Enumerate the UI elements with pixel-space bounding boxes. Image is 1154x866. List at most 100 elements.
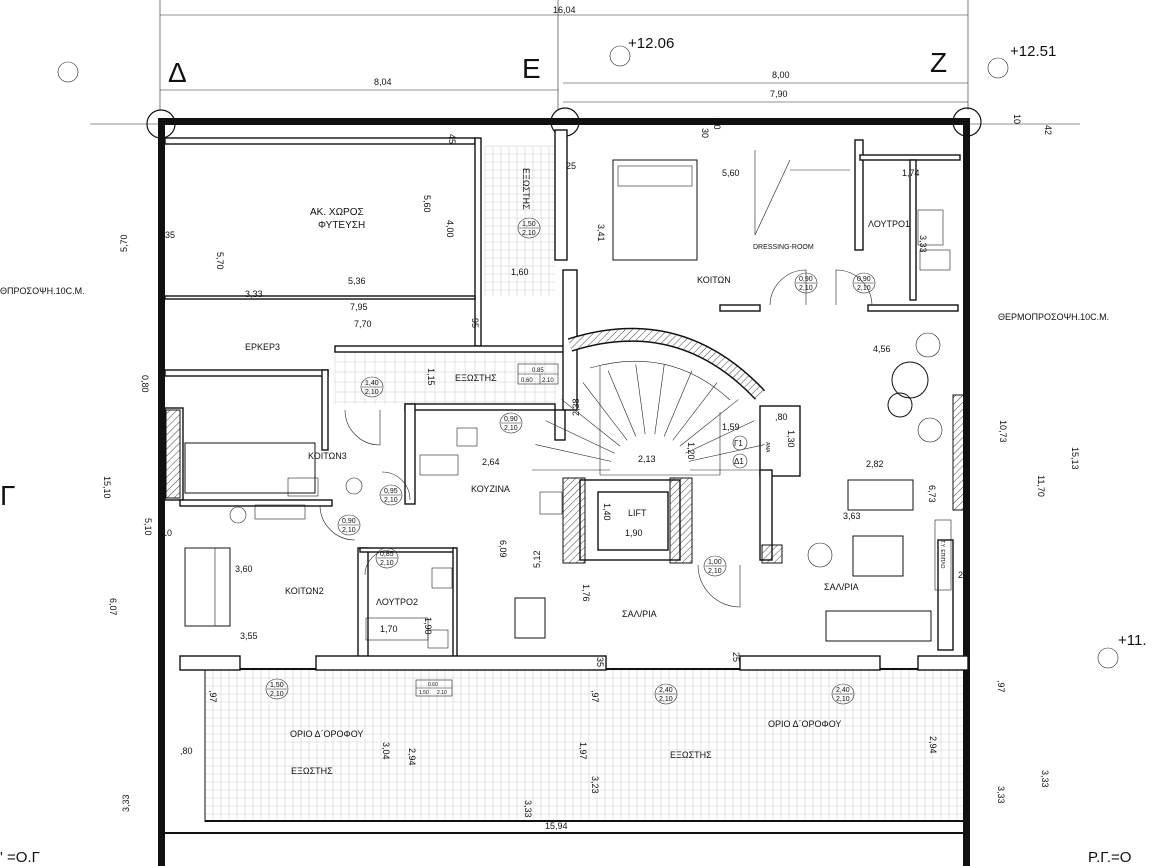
- dim-160: 1,60: [511, 267, 529, 277]
- dim-333d: 3,33: [523, 800, 533, 818]
- opening-width: 0,90: [342, 518, 356, 525]
- dim-176: 1,76: [581, 584, 591, 602]
- window-tag-bottom: 0.60 1.50 2.10: [415, 679, 453, 697]
- opening-marker: 1,002,10: [703, 555, 727, 577]
- dim-170: 1,70: [380, 624, 398, 634]
- dim-264: 2,64: [482, 457, 500, 467]
- room-terrace-right: ΕΞΩΣΤΗΣ: [670, 750, 712, 760]
- window-tag-bottom-right: 2.10: [437, 690, 447, 696]
- dim-456: 4,56: [873, 344, 891, 354]
- opening-marker: 0,90 2,10: [794, 272, 818, 294]
- opening-height: 2,10: [342, 527, 356, 534]
- dim-609: 6,09: [498, 540, 508, 558]
- dim-140: 1,40: [602, 503, 612, 521]
- room-balcony-top: ΕΞΩΣΤΗΣ: [521, 168, 531, 210]
- axis-gamma: Γ: [0, 480, 15, 511]
- dim-333e: 3,33: [996, 786, 1006, 804]
- dim-400: 4,00: [445, 220, 455, 238]
- opening-marker: 2,402,10: [654, 683, 678, 705]
- level-1206: +12.06: [628, 35, 674, 52]
- opening-width: 1,00: [708, 559, 722, 566]
- dim-294a: 2,94: [407, 748, 417, 766]
- terrace-tile-grid: [204, 669, 966, 820]
- opening-height: 2,10: [799, 285, 813, 292]
- room-dressing: DRESSING-ROOM: [753, 244, 814, 251]
- stair-up-label: ΑΝΑ: [764, 442, 770, 453]
- dim-115: 1,15: [426, 368, 436, 386]
- level-11: +11.: [1118, 632, 1147, 649]
- room-terrace-left: ΕΞΩΣΤΗΣ: [291, 766, 333, 776]
- opening-marker: 0,90 2,10: [337, 514, 361, 536]
- opening-height: 2,10: [522, 230, 536, 237]
- dim-42: 42: [1043, 125, 1053, 135]
- opening-width: 0,90: [504, 416, 518, 423]
- roof-limit-right: ΟΡΙΟ Δ΄ΟΡΟΦΟΥ: [768, 719, 841, 729]
- dim-238: 2,38: [571, 398, 581, 416]
- dim-97b: ,97: [590, 690, 600, 703]
- dim-left-span: 8,04: [374, 77, 392, 87]
- opening-marker: 0,902,10: [852, 272, 876, 294]
- dim-1170: 11,70: [1036, 475, 1046, 497]
- room-balcony-mid: ΕΞΩΣΤΗΣ: [455, 373, 497, 383]
- staircase: [532, 327, 768, 476]
- edge-label-right: Ρ.Γ.=Ο: [1088, 849, 1131, 866]
- interior-walls: [164, 129, 969, 671]
- opening-height: 2,10: [270, 691, 284, 698]
- opening-marker: 1,40 2,10: [360, 376, 384, 398]
- dim-560h: 5,60: [722, 168, 740, 178]
- dim-190v: 1,90: [423, 617, 433, 635]
- dim-45: 45: [447, 134, 457, 144]
- room-erker: ΕΡΚΕΡ3: [245, 342, 280, 352]
- opening-width: 1,40: [365, 380, 379, 387]
- opening-width: 0,85: [380, 551, 394, 558]
- stair-g1: Γ1: [734, 439, 743, 448]
- opening-width: 1,50: [270, 682, 284, 689]
- opening-width: 0,90: [799, 276, 813, 283]
- dim-510: 5,10: [143, 518, 153, 536]
- dim-570b: 5,70: [215, 252, 225, 270]
- dim-80b: ,80: [180, 746, 193, 756]
- dim-total-top: 16,04: [553, 5, 576, 15]
- window-tag-bottom-top: 0.60: [428, 682, 438, 688]
- dim-right-span-b: 7,90: [770, 89, 788, 99]
- dim-159: 1,59: [722, 422, 740, 432]
- dim-97c: ,97: [996, 680, 1006, 693]
- vertical-dimension-labels: 5,70 5,70 5,60 4,00 45 95 1,15 3,41 3,33…: [102, 114, 1080, 818]
- furniture: [184, 150, 952, 649]
- dim-10c: 10: [162, 528, 172, 538]
- opening-height: 2,10: [857, 285, 871, 292]
- dim-80c: ,80: [775, 412, 788, 422]
- opening-marker: 1,502,10: [517, 217, 541, 239]
- dim-304: 3,04: [381, 742, 391, 760]
- dim-10b: ,10: [712, 117, 722, 130]
- dim-570a: 5,70: [119, 234, 129, 252]
- dim-1510: 15,10: [102, 476, 112, 499]
- dim-795: 7,95: [350, 302, 368, 312]
- dim-1594: 15,94: [545, 821, 568, 831]
- dim-333: 3,33: [245, 289, 263, 299]
- room-bedroom: ΚΟΙΤΩΝ: [697, 275, 731, 285]
- room-bedroom2: ΚΟΙΤΩΝ2: [285, 586, 324, 596]
- dim-213: 2,13: [638, 454, 656, 464]
- dim-80: 0,80: [140, 375, 150, 393]
- stair-d1: Δ1: [734, 457, 744, 466]
- roof-limit-left: ΟΡΙΟ Δ΄ΟΡΟΦΟΥ: [290, 729, 363, 739]
- room-planting-line2: ΦΥΤΕΥΣΗ: [318, 220, 365, 231]
- dim-294b: 2,94: [928, 736, 938, 754]
- facade-label-right: ΘΕΡΜΟΠΡΟΣΟΨΗ.10C.M.: [998, 312, 1109, 322]
- window-tag-mid: 0.85 0.60 2.10: [517, 363, 559, 385]
- opening-markers: 1,502,101,402,100,902,100,952,100,902,10…: [265, 217, 876, 705]
- room-bath1: ΛΟΥΤΡΟ1: [868, 219, 910, 229]
- dim-333f: 3,33: [1040, 770, 1050, 788]
- dim-95: 95: [470, 318, 480, 328]
- dim-1513: 15,13: [1070, 447, 1080, 470]
- window-tag-bottom-left: 1.50: [419, 690, 429, 696]
- dim-35b: 35: [595, 657, 605, 667]
- dim-512: 5,12: [532, 550, 542, 568]
- dim-197: 1,97: [578, 742, 588, 760]
- opening-height: 2,10: [365, 389, 379, 396]
- dim-120: 1,20: [686, 442, 696, 460]
- opening-marker: 0,952,10: [379, 484, 403, 506]
- dim-190: 1,90: [625, 528, 643, 538]
- opening-width: 2,40: [836, 687, 850, 694]
